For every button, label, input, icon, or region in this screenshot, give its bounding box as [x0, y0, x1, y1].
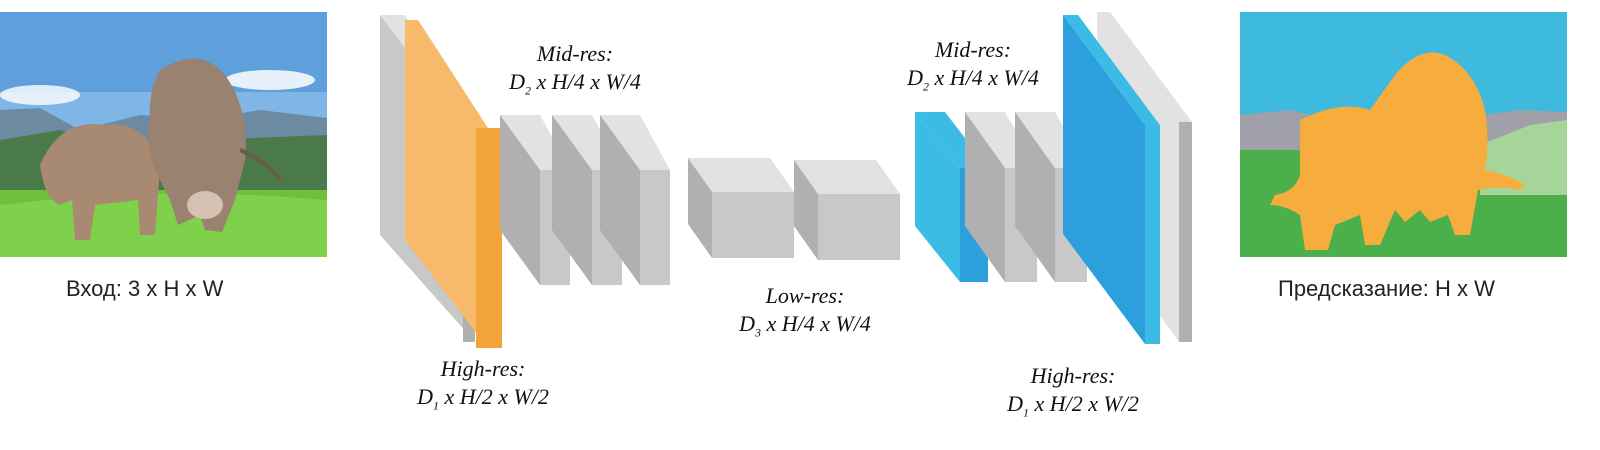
label-d: D: [739, 311, 755, 336]
dec-high-blue-top: [1063, 15, 1160, 125]
label-d-sub: 1: [1022, 405, 1029, 420]
label-d-sub: 1: [432, 398, 439, 413]
label-decoder-mid-res: Mid-res: D2 x H/4 x W/4: [868, 36, 1078, 100]
label-d-sub: 3: [754, 325, 761, 340]
label-dims: x H/4 x W/4: [760, 311, 871, 336]
input-photo: [0, 12, 327, 257]
enc-mid-2-top: [600, 115, 670, 170]
dec-high-blue-front: [1145, 125, 1160, 344]
enc-mid-2-side: [600, 115, 640, 285]
label-d: D: [1007, 391, 1023, 416]
enc-high-orange-side: [405, 20, 488, 348]
dec-mid-gray-0-side: [965, 112, 1005, 282]
label-encoder-mid-res: Mid-res: D2 x H/4 x W/4: [470, 40, 680, 104]
output-caption: Предсказание: H x W: [1278, 276, 1495, 301]
label-d: D: [417, 384, 433, 409]
input-caption: Вход: 3 x H x W: [66, 276, 224, 301]
dec-mid-blue-side: [915, 112, 960, 282]
dec-high-gray-front: [1179, 122, 1192, 342]
label-d-sub: 2: [524, 83, 531, 98]
label-title: Low-res:: [765, 283, 845, 308]
output-segmentation: [1240, 12, 1567, 257]
label-title: High-res:: [440, 356, 526, 381]
enc-high-orange-front: [476, 128, 502, 348]
dec-high-gray-top: [1097, 12, 1192, 122]
low-1-side: [794, 160, 818, 260]
label-dims: x H/4 x W/4: [530, 69, 641, 94]
label-title: Mid-res:: [934, 37, 1012, 62]
label-decoder-high-res: High-res: D1 x H/2 x W/2: [968, 362, 1178, 426]
enc-mid-0-side: [500, 115, 540, 285]
label-title: Mid-res:: [536, 41, 614, 66]
low-1-front: [818, 194, 900, 260]
enc-mid-2-front: [640, 170, 670, 285]
network-blocks: [380, 12, 1192, 348]
dec-high-gray-side: [1097, 12, 1179, 342]
label-dims: x H/4 x W/4: [928, 65, 1039, 90]
label-d-sub: 2: [922, 79, 929, 94]
label-title: High-res:: [1030, 363, 1116, 388]
label-encoder-high-res: High-res: D1 x H/2 x W/2: [378, 355, 588, 419]
low-1-top: [794, 160, 900, 194]
label-dims: x H/2 x W/2: [1028, 391, 1139, 416]
dec-high-blue-side: [1063, 15, 1145, 344]
low-0-front: [712, 192, 794, 258]
label-d: D: [907, 65, 923, 90]
dec-mid-gray-1-side: [1015, 112, 1055, 282]
low-0-side: [688, 158, 712, 258]
label-dims: x H/2 x W/2: [438, 384, 549, 409]
low-0-top: [688, 158, 794, 192]
enc-mid-1-side: [552, 115, 592, 285]
label-low-res: Low-res: D3 x H/4 x W/4: [700, 282, 910, 346]
label-d: D: [509, 69, 525, 94]
